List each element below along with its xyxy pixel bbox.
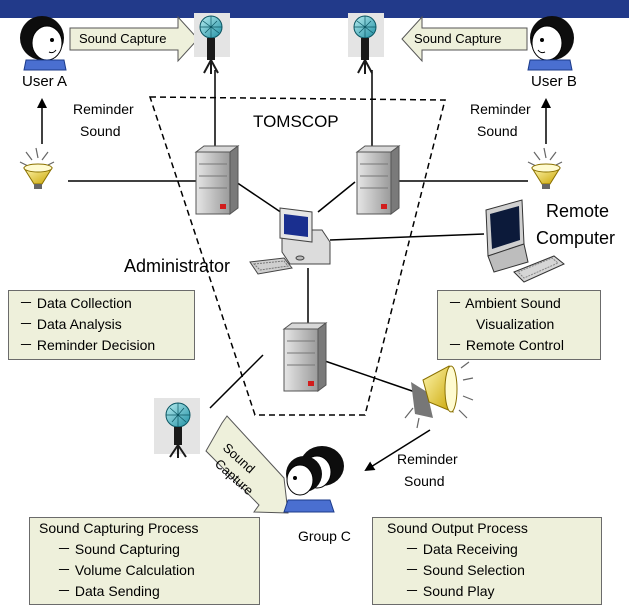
speaker-icon-c xyxy=(404,361,474,429)
reminder-sound-b-line2: Sound xyxy=(477,123,518,139)
remote-item: － Remote Control xyxy=(448,337,564,353)
remote-computer-icon xyxy=(485,199,565,283)
server-icon-b xyxy=(355,145,401,215)
admin-item: － Data Analysis xyxy=(19,316,122,332)
output-item: － Sound Play xyxy=(405,583,495,599)
tomscop-boundary xyxy=(148,96,446,416)
admin-item: － Data Collection xyxy=(19,295,132,311)
remote-computer-label-line1: Remote xyxy=(546,201,610,221)
capture-item: － Data Sending xyxy=(57,583,160,599)
sound-capture-label-b: Sound Capture xyxy=(414,31,502,46)
user-b-icon xyxy=(527,16,574,71)
sound-capture-arrow-c xyxy=(205,415,289,514)
microphone-icon-a xyxy=(194,13,230,74)
connections xyxy=(68,70,528,409)
group-c-icon xyxy=(283,446,344,513)
user-a-icon xyxy=(20,16,67,71)
remote-functions-box: － Ambient Sound Visualization － Remote C… xyxy=(437,290,601,360)
microphone-icon-b xyxy=(348,13,384,74)
reminder-sound-c-line2: Sound xyxy=(404,473,445,489)
user-a-label: User A xyxy=(22,73,68,90)
sound-capture-label-a: Sound Capture xyxy=(79,31,167,46)
output-box-title: Sound Output Process xyxy=(387,520,528,536)
administrator-functions-box: － Data Collection － Data Analysis － Remi… xyxy=(8,290,195,360)
capture-item: － Sound Capturing xyxy=(57,541,180,557)
remote-computer-label-line2: Computer xyxy=(536,228,616,248)
remote-item: － Ambient Sound xyxy=(448,295,561,311)
sound-capture-arrow-a xyxy=(69,15,199,63)
user-b-label: User B xyxy=(531,73,577,90)
remote-item: Visualization xyxy=(476,316,555,332)
server-icon-a xyxy=(194,145,240,215)
speaker-icon-a xyxy=(19,147,55,189)
output-item: － Sound Selection xyxy=(405,562,525,578)
sound-capture-arrow-b xyxy=(401,15,528,63)
administrator-computer-icon xyxy=(249,207,331,275)
administrator-label: Administrator xyxy=(124,256,231,276)
reminder-sound-a-line1: Reminder xyxy=(73,101,134,117)
speaker-icon-b xyxy=(527,147,563,189)
admin-item: － Reminder Decision xyxy=(19,337,156,353)
tomscop-title: TOMSCOP xyxy=(253,112,339,131)
capture-item: － Volume Calculation xyxy=(57,562,195,578)
reminder-sound-b-line1: Reminder xyxy=(470,101,531,117)
sound-output-process-box: Sound Output Process － Data Receiving － … xyxy=(372,517,602,605)
arrow-reminder-c xyxy=(364,429,431,472)
server-icon-c xyxy=(282,322,328,392)
sound-capturing-process-box: Sound Capturing Process － Sound Capturin… xyxy=(29,517,260,605)
microphone-icon-c xyxy=(154,398,200,458)
reminder-sound-a-line2: Sound xyxy=(80,123,121,139)
output-item: － Data Receiving xyxy=(405,541,518,557)
reminder-sound-c-line1: Reminder xyxy=(397,451,458,467)
header-bar xyxy=(0,0,629,18)
group-c-label: Group C xyxy=(298,528,351,544)
capture-box-title: Sound Capturing Process xyxy=(39,520,199,536)
